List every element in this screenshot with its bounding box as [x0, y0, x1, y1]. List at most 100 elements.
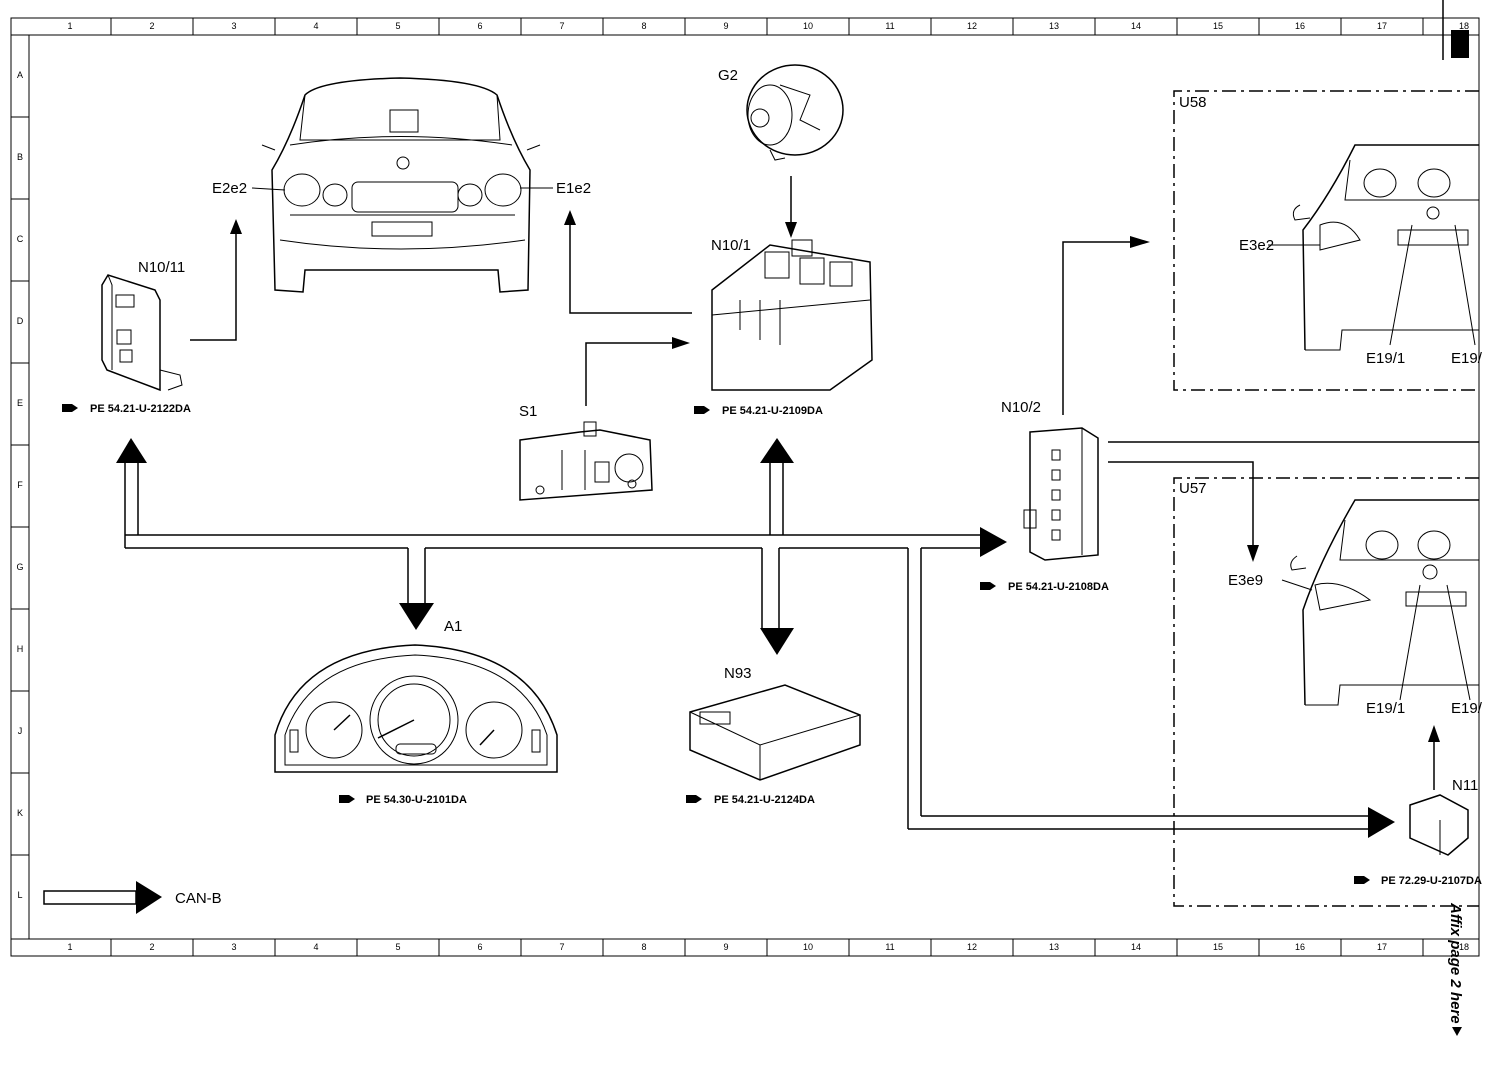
col-num: 16: [1295, 942, 1305, 952]
row-letters: A B C D E F G H J K L: [16, 70, 23, 900]
n11-module-illustration: [1409, 794, 1469, 856]
can-b-bus: [116, 438, 1479, 838]
n10-2-module-illustration: [1023, 427, 1099, 561]
label-e1e2: E1e2: [556, 180, 591, 197]
a1-cluster-illustration: [274, 644, 558, 773]
row-letter: C: [17, 234, 24, 244]
col-num: 7: [559, 942, 564, 952]
u57-boundary: [1173, 477, 1479, 907]
label-n10-1: N10/1: [711, 237, 751, 254]
col-num: 2: [149, 21, 154, 31]
s1-switch-illustration: [519, 421, 653, 501]
ref-text: PE 54.21-U-2122DA: [90, 403, 191, 415]
col-num: 2: [149, 942, 154, 952]
col-num: 15: [1213, 21, 1223, 31]
signal-lines: [190, 176, 1440, 790]
col-num: 17: [1377, 21, 1387, 31]
row-letter: G: [16, 562, 23, 572]
margin-note: Affix page 2 here: [1447, 902, 1464, 1036]
col-num: 6: [477, 942, 482, 952]
ref-text: PE 54.30-U-2101DA: [366, 794, 467, 806]
col-num: 18: [1459, 21, 1469, 31]
rear-car-u57-illustration: [1281, 499, 1479, 706]
col-num: 3: [231, 21, 236, 31]
col-num: 1: [67, 21, 72, 31]
col-num: 7: [559, 21, 564, 31]
col-num: 16: [1295, 21, 1305, 31]
col-num: 13: [1049, 942, 1059, 952]
column-numbers: 1 2 3 4 5 6 7 8 9 10 11 12 13 14 15 16 1…: [67, 21, 1469, 952]
label-e19-1-top: E19/1: [1366, 350, 1405, 367]
margin-note-text: Affix page 2 here: [1447, 902, 1464, 1024]
ref-text: PE 54.21-U-2124DA: [714, 794, 815, 806]
col-num: 14: [1131, 21, 1141, 31]
corner-mark: [1451, 30, 1469, 58]
legend-can-b-label: CAN-B: [175, 890, 222, 907]
label-u57: U57: [1179, 480, 1207, 497]
col-num: 9: [723, 21, 728, 31]
col-num: 17: [1377, 942, 1387, 952]
col-num: 11: [885, 942, 894, 952]
label-e2e2: E2e2: [212, 180, 247, 197]
row-letter: F: [17, 480, 23, 490]
n10-11-module-illustration: [101, 274, 183, 392]
label-n93: N93: [724, 665, 752, 682]
row-letter: E: [17, 398, 23, 408]
ref-n10-2: PE 54.21-U-2108DA: [980, 581, 1109, 593]
label-n10-11: N10/11: [138, 259, 185, 276]
row-letter: L: [17, 890, 22, 900]
row-letter: J: [18, 726, 23, 736]
col-num: 8: [641, 21, 646, 31]
col-num: 13: [1049, 21, 1059, 31]
label-u58: U58: [1179, 94, 1207, 111]
n93-module-illustration: [689, 684, 861, 781]
front-car-illustration: [261, 77, 541, 293]
col-num: 11: [885, 21, 894, 31]
col-num: 12: [967, 942, 977, 952]
label-e19-2-top: E19/: [1451, 350, 1483, 367]
row-letter: K: [17, 808, 23, 818]
label-g2: G2: [718, 67, 738, 84]
n10-1-module-illustration: [711, 239, 873, 391]
label-e3e2: E3e2: [1239, 237, 1274, 254]
label-e19-2-bottom: E19/: [1451, 700, 1483, 717]
col-num: 15: [1213, 942, 1223, 952]
ref-a1: PE 54.30-U-2101DA: [339, 794, 467, 806]
col-num: 3: [231, 942, 236, 952]
u58-boundary: [1173, 90, 1479, 391]
alternator-illustration: [746, 64, 844, 161]
col-num: 12: [967, 21, 977, 31]
ref-n10-1: PE 54.21-U-2109DA: [694, 405, 823, 417]
ref-n10-11: PE 54.21-U-2122DA: [62, 403, 191, 415]
col-num: 4: [313, 21, 318, 31]
col-num: 4: [313, 942, 318, 952]
label-a1: A1: [444, 618, 462, 635]
col-num: 10: [803, 21, 813, 31]
ref-text: PE 54.21-U-2109DA: [722, 405, 823, 417]
row-letter: A: [17, 70, 23, 80]
legend-can-b: CAN-B: [43, 881, 222, 914]
col-num: 8: [641, 942, 646, 952]
row-letter: D: [17, 316, 24, 326]
rear-car-u58-illustration: [1268, 144, 1479, 351]
ref-text: PE 54.21-U-2108DA: [1008, 581, 1109, 593]
label-n11: N11: [1452, 777, 1478, 794]
col-num: 14: [1131, 942, 1141, 952]
col-num: 5: [395, 942, 400, 952]
label-e3e9: E3e9: [1228, 572, 1263, 589]
col-num: 5: [395, 21, 400, 31]
label-s1: S1: [519, 403, 537, 420]
ref-text: PE 72.29-U-2107DA: [1381, 875, 1482, 887]
ref-n93: PE 54.21-U-2124DA: [686, 794, 815, 806]
margin-arrow-icon: [1452, 1027, 1462, 1036]
col-num: 6: [477, 21, 482, 31]
drawing-frame: [10, 0, 1480, 957]
col-num: 1: [67, 942, 72, 952]
col-num: 10: [803, 942, 813, 952]
label-n10-2: N10/2: [1001, 399, 1041, 416]
col-num: 9: [723, 942, 728, 952]
col-num: 18: [1459, 942, 1469, 952]
ref-n11: PE 72.29-U-2107DA: [1354, 875, 1482, 887]
row-letter: B: [17, 152, 23, 162]
